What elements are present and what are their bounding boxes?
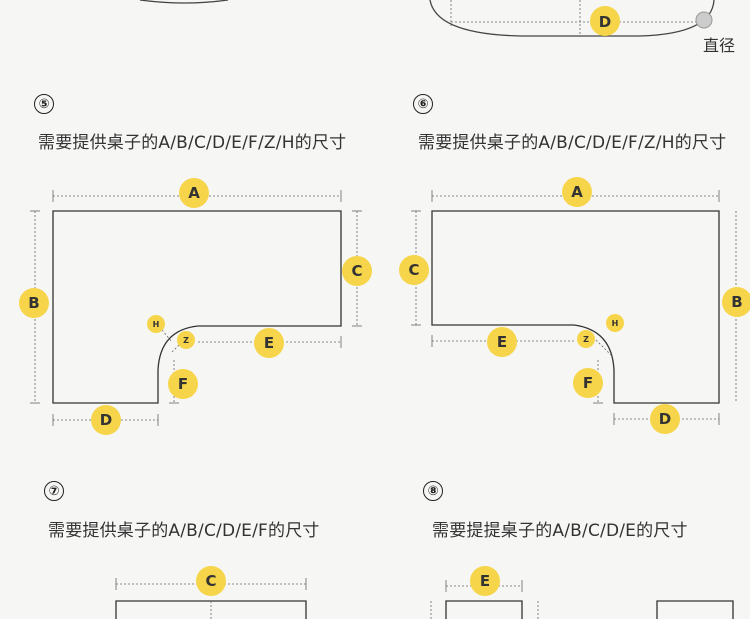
- marker-label: E: [497, 333, 507, 351]
- marker-s5-a: A: [179, 178, 209, 208]
- section-5-caption: 需要提供桌子的A/B/C/D/E/F/Z/H的尺寸: [38, 133, 347, 153]
- section-6-caption: 需要提供桌子的A/B/C/D/E/F/Z/H的尺寸: [418, 133, 727, 153]
- section-8-caption: 需要提提桌子的A/B/C/D/E的尺寸: [432, 521, 688, 541]
- marker-label: E: [264, 334, 274, 352]
- marker-label: H: [612, 319, 619, 328]
- section-6-number: ⑥: [413, 94, 433, 114]
- diagram-section-6: [411, 190, 737, 425]
- marker-label: F: [178, 375, 188, 393]
- diagram-section-7: [115, 578, 307, 619]
- marker-s5-z: Z: [177, 331, 195, 349]
- marker-label: B: [28, 294, 39, 312]
- marker-s6-a: A: [562, 177, 592, 207]
- diameter-point-icon: [695, 11, 713, 29]
- marker-s5-h: H: [147, 315, 165, 333]
- marker-label: D: [100, 411, 112, 429]
- section-7-number: ⑦: [44, 481, 64, 501]
- marker-label: C: [205, 572, 216, 590]
- marker-label: C: [408, 261, 419, 279]
- marker-s5-f: F: [168, 369, 198, 399]
- marker-s6-h: H: [606, 314, 624, 332]
- marker-label: B: [731, 293, 742, 311]
- marker-label: C: [351, 262, 362, 280]
- marker-s5-d: D: [91, 405, 121, 435]
- marker-label: A: [188, 184, 200, 202]
- marker-label: H: [153, 320, 160, 329]
- section-8-number: ⑧: [423, 481, 443, 501]
- marker-s5-b: B: [19, 288, 49, 318]
- marker-s5-e: E: [254, 328, 284, 358]
- section-7-caption: 需要提供桌子的A/B/C/D/E/F的尺寸: [48, 521, 320, 541]
- marker-label: Z: [183, 336, 189, 345]
- marker-s7-c: C: [196, 566, 226, 596]
- oval-table-fragment: [139, 0, 229, 4]
- marker-label: E: [480, 572, 490, 590]
- marker-s6-b: B: [722, 287, 750, 317]
- marker-label: Z: [583, 335, 589, 344]
- marker-s8-e: E: [470, 566, 500, 596]
- marker-s6-d: D: [650, 404, 680, 434]
- marker-s6-c: C: [399, 255, 429, 285]
- marker-label: F: [583, 374, 593, 392]
- round-table-fragment: [429, 0, 715, 37]
- diameter-label: 直径: [703, 36, 736, 55]
- svg-text:D: D: [599, 13, 611, 31]
- marker-d-top: D: [590, 6, 620, 36]
- marker-s5-c: C: [342, 256, 372, 286]
- marker-label: D: [659, 410, 671, 428]
- marker-s6-e: E: [487, 327, 517, 357]
- marker-s6-f: F: [573, 368, 603, 398]
- marker-s6-z: Z: [577, 330, 595, 348]
- section-5-number: ⑤: [34, 94, 54, 114]
- marker-label: A: [571, 183, 583, 201]
